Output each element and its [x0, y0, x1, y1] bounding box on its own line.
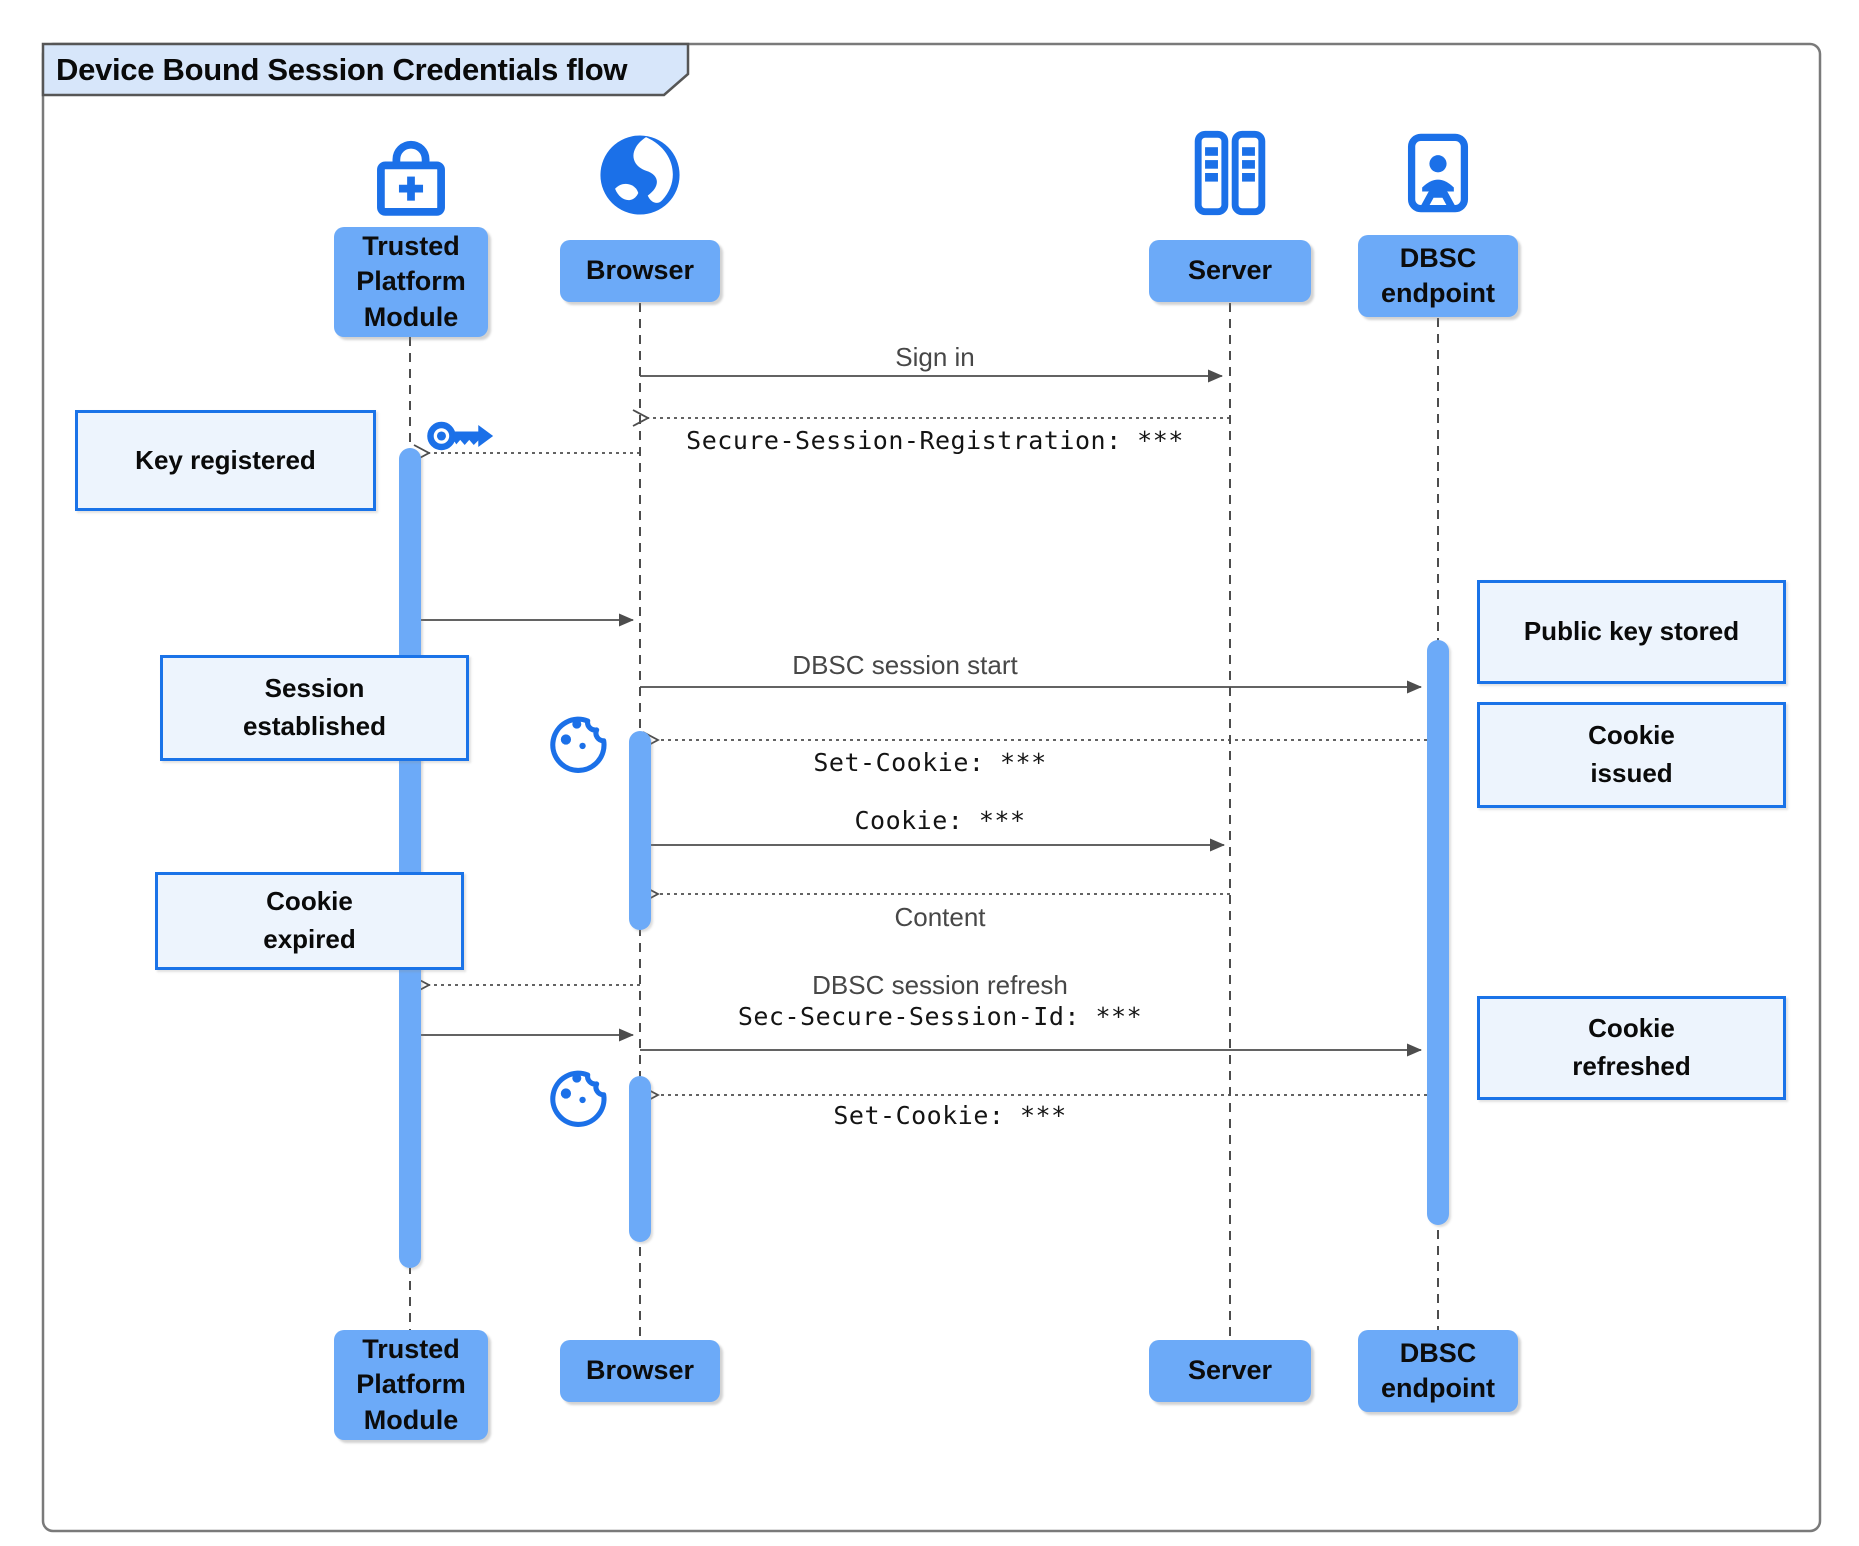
activation-bar-browser-2: [629, 1076, 651, 1242]
participant-dbsc-bottom: DBSC endpoint: [1358, 1330, 1518, 1412]
message-label-session-registration: Secure-Session-Registration: ***: [686, 426, 1184, 455]
note-key-registered: Key registered: [75, 410, 376, 511]
participant-label: Browser: [585, 255, 695, 286]
participant-server-top: Server: [1149, 240, 1311, 302]
activation-bar-dbsc: [1427, 640, 1449, 1225]
key-icon: [427, 421, 494, 451]
title-tab: [41, 42, 690, 97]
message-label-cookie: Cookie: ***: [854, 806, 1026, 835]
activation-bar-tpm: [399, 448, 421, 1268]
note-cookie-refreshed: Cookie refreshed: [1477, 996, 1786, 1100]
message-label-dbsc-session-start: DBSC session start: [792, 650, 1018, 680]
participant-label: Server: [1187, 255, 1273, 286]
cookie-icon: [550, 716, 607, 773]
participant-tpm-bottom: Trusted Platform Module: [334, 1330, 488, 1440]
participant-label: Trusted Platform Module: [356, 231, 466, 332]
id-door-icon: [1407, 133, 1469, 213]
diagram-frame: [41, 42, 1822, 1533]
lock-plus-icon: [377, 140, 445, 216]
server-rack-icon: [1194, 130, 1266, 216]
message-label-set-cookie-2: Set-Cookie: ***: [833, 1101, 1067, 1130]
participant-label: Browser: [585, 1355, 695, 1386]
participant-label: Trusted Platform Module: [356, 1334, 466, 1435]
message-label-dbsc-session-refresh: DBSC session refresh: [812, 970, 1068, 1000]
participant-tpm-top: Trusted Platform Module: [334, 227, 488, 337]
participant-server-bottom: Server: [1149, 1340, 1311, 1402]
note-public-key-stored: Public key stored: [1477, 580, 1786, 684]
participant-browser-bottom: Browser: [560, 1340, 720, 1402]
activation-bar-browser-1: [629, 731, 651, 930]
diagram-title: Device Bound Session Credentials flow: [56, 52, 628, 87]
note-session-established: Session established: [160, 655, 469, 761]
note-cookie-expired: Cookie expired: [155, 872, 464, 970]
globe-icon: [600, 135, 680, 215]
participant-label: DBSC endpoint: [1381, 242, 1495, 308]
participant-label: Server: [1187, 1355, 1273, 1386]
participant-dbsc-top: DBSC endpoint: [1358, 235, 1518, 317]
note-cookie-issued: Cookie issued: [1477, 702, 1786, 808]
participant-browser-top: Browser: [560, 240, 720, 302]
message-label-set-cookie-1: Set-Cookie: ***: [813, 748, 1047, 777]
participant-label: DBSC endpoint: [1381, 1337, 1495, 1403]
message-label-sec-secure-session-id: Sec-Secure-Session-Id: ***: [737, 1002, 1143, 1031]
message-label-sign-in: Sign in: [895, 342, 975, 372]
message-label-content: Content: [894, 902, 986, 932]
cookie-icon: [550, 1070, 607, 1127]
